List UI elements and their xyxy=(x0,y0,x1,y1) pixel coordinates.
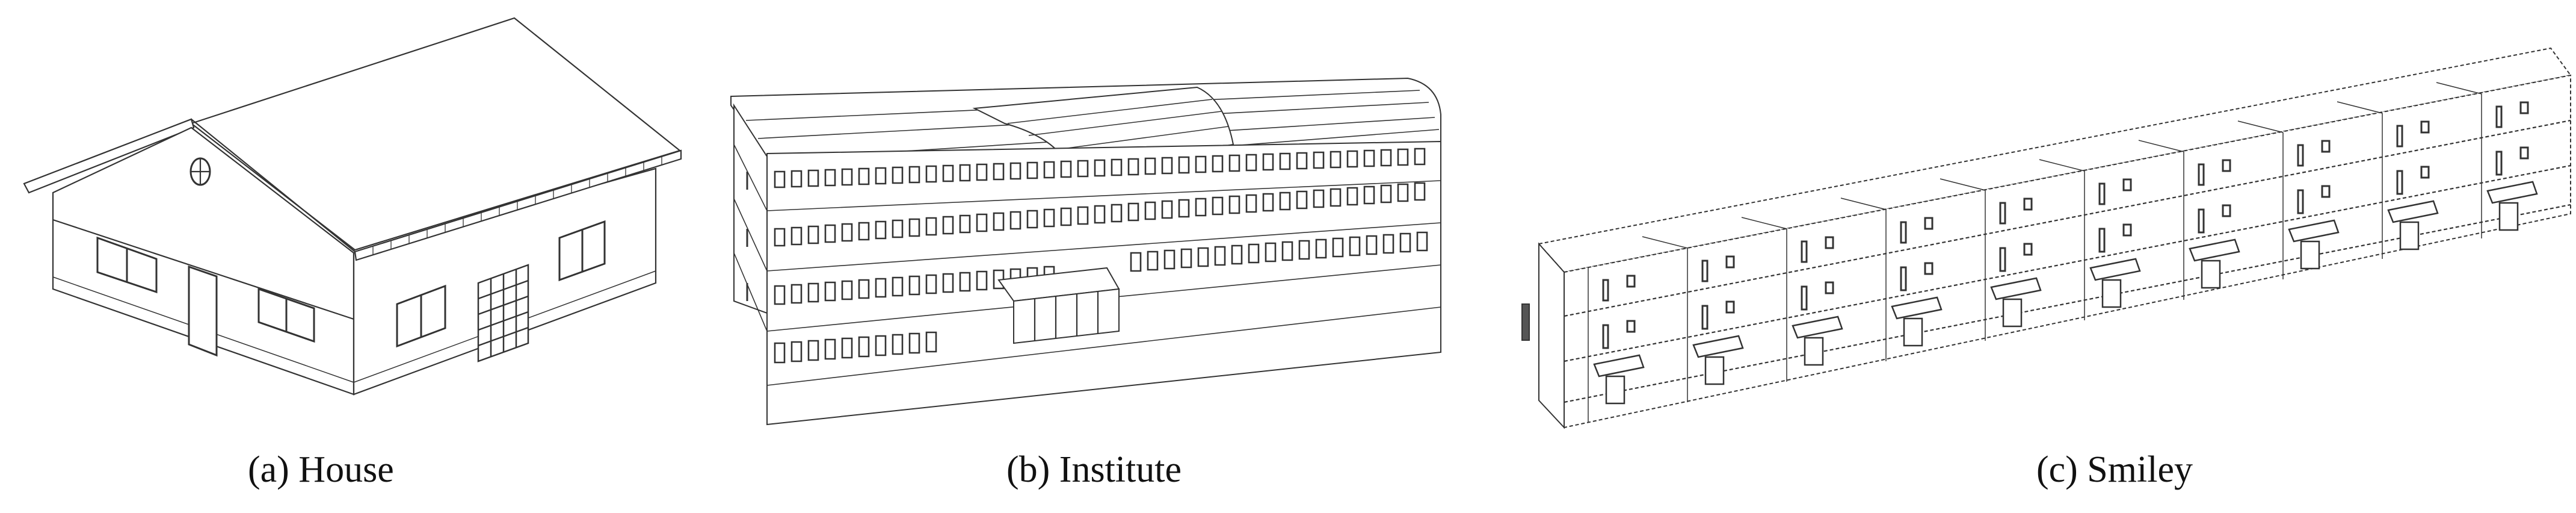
caption-house: (a) House xyxy=(248,449,394,490)
panel-institute: (b) Institute xyxy=(722,0,1504,513)
panel-house: (a) House xyxy=(0,0,722,513)
caption-smiley: (c) Smiley xyxy=(2036,449,2193,490)
caption-institute: (b) Institute xyxy=(1006,449,1182,490)
panel-smiley: (c) Smiley xyxy=(1504,0,2576,513)
smiley-model xyxy=(1504,0,2576,446)
house-model xyxy=(0,0,722,446)
institute-model xyxy=(722,0,1504,446)
